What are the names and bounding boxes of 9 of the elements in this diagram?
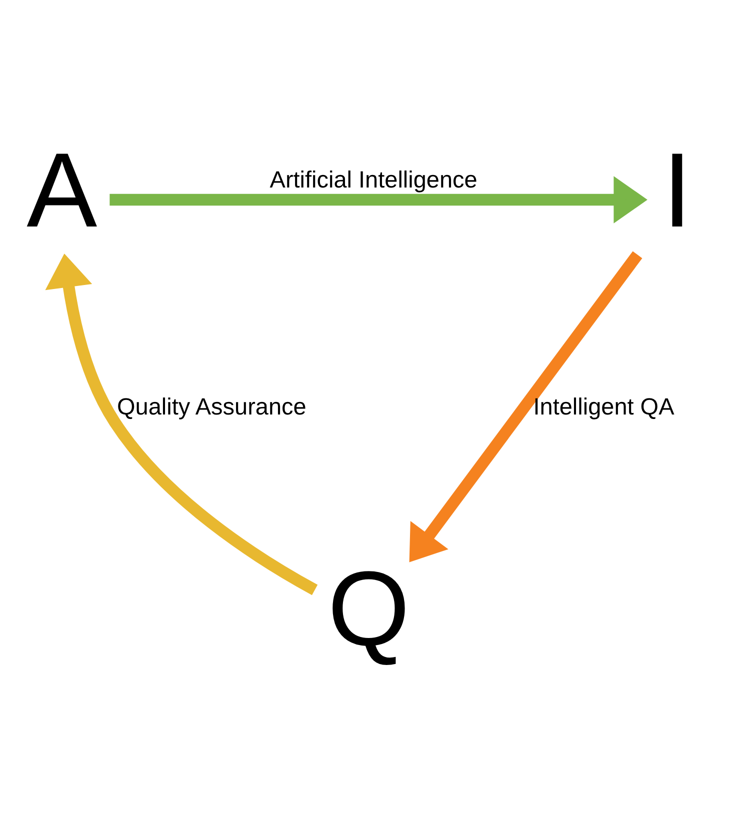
edge-label: Quality Assurance xyxy=(117,393,306,420)
node-text: I xyxy=(662,130,692,249)
node-text: Q xyxy=(328,549,410,668)
node-text: A xyxy=(26,130,98,249)
arrow xyxy=(409,250,642,562)
edge-label: Intelligent QA xyxy=(533,393,674,420)
edge-label: Artificial Intelligence xyxy=(270,166,478,192)
arrow xyxy=(110,176,648,223)
arrow xyxy=(45,253,318,595)
